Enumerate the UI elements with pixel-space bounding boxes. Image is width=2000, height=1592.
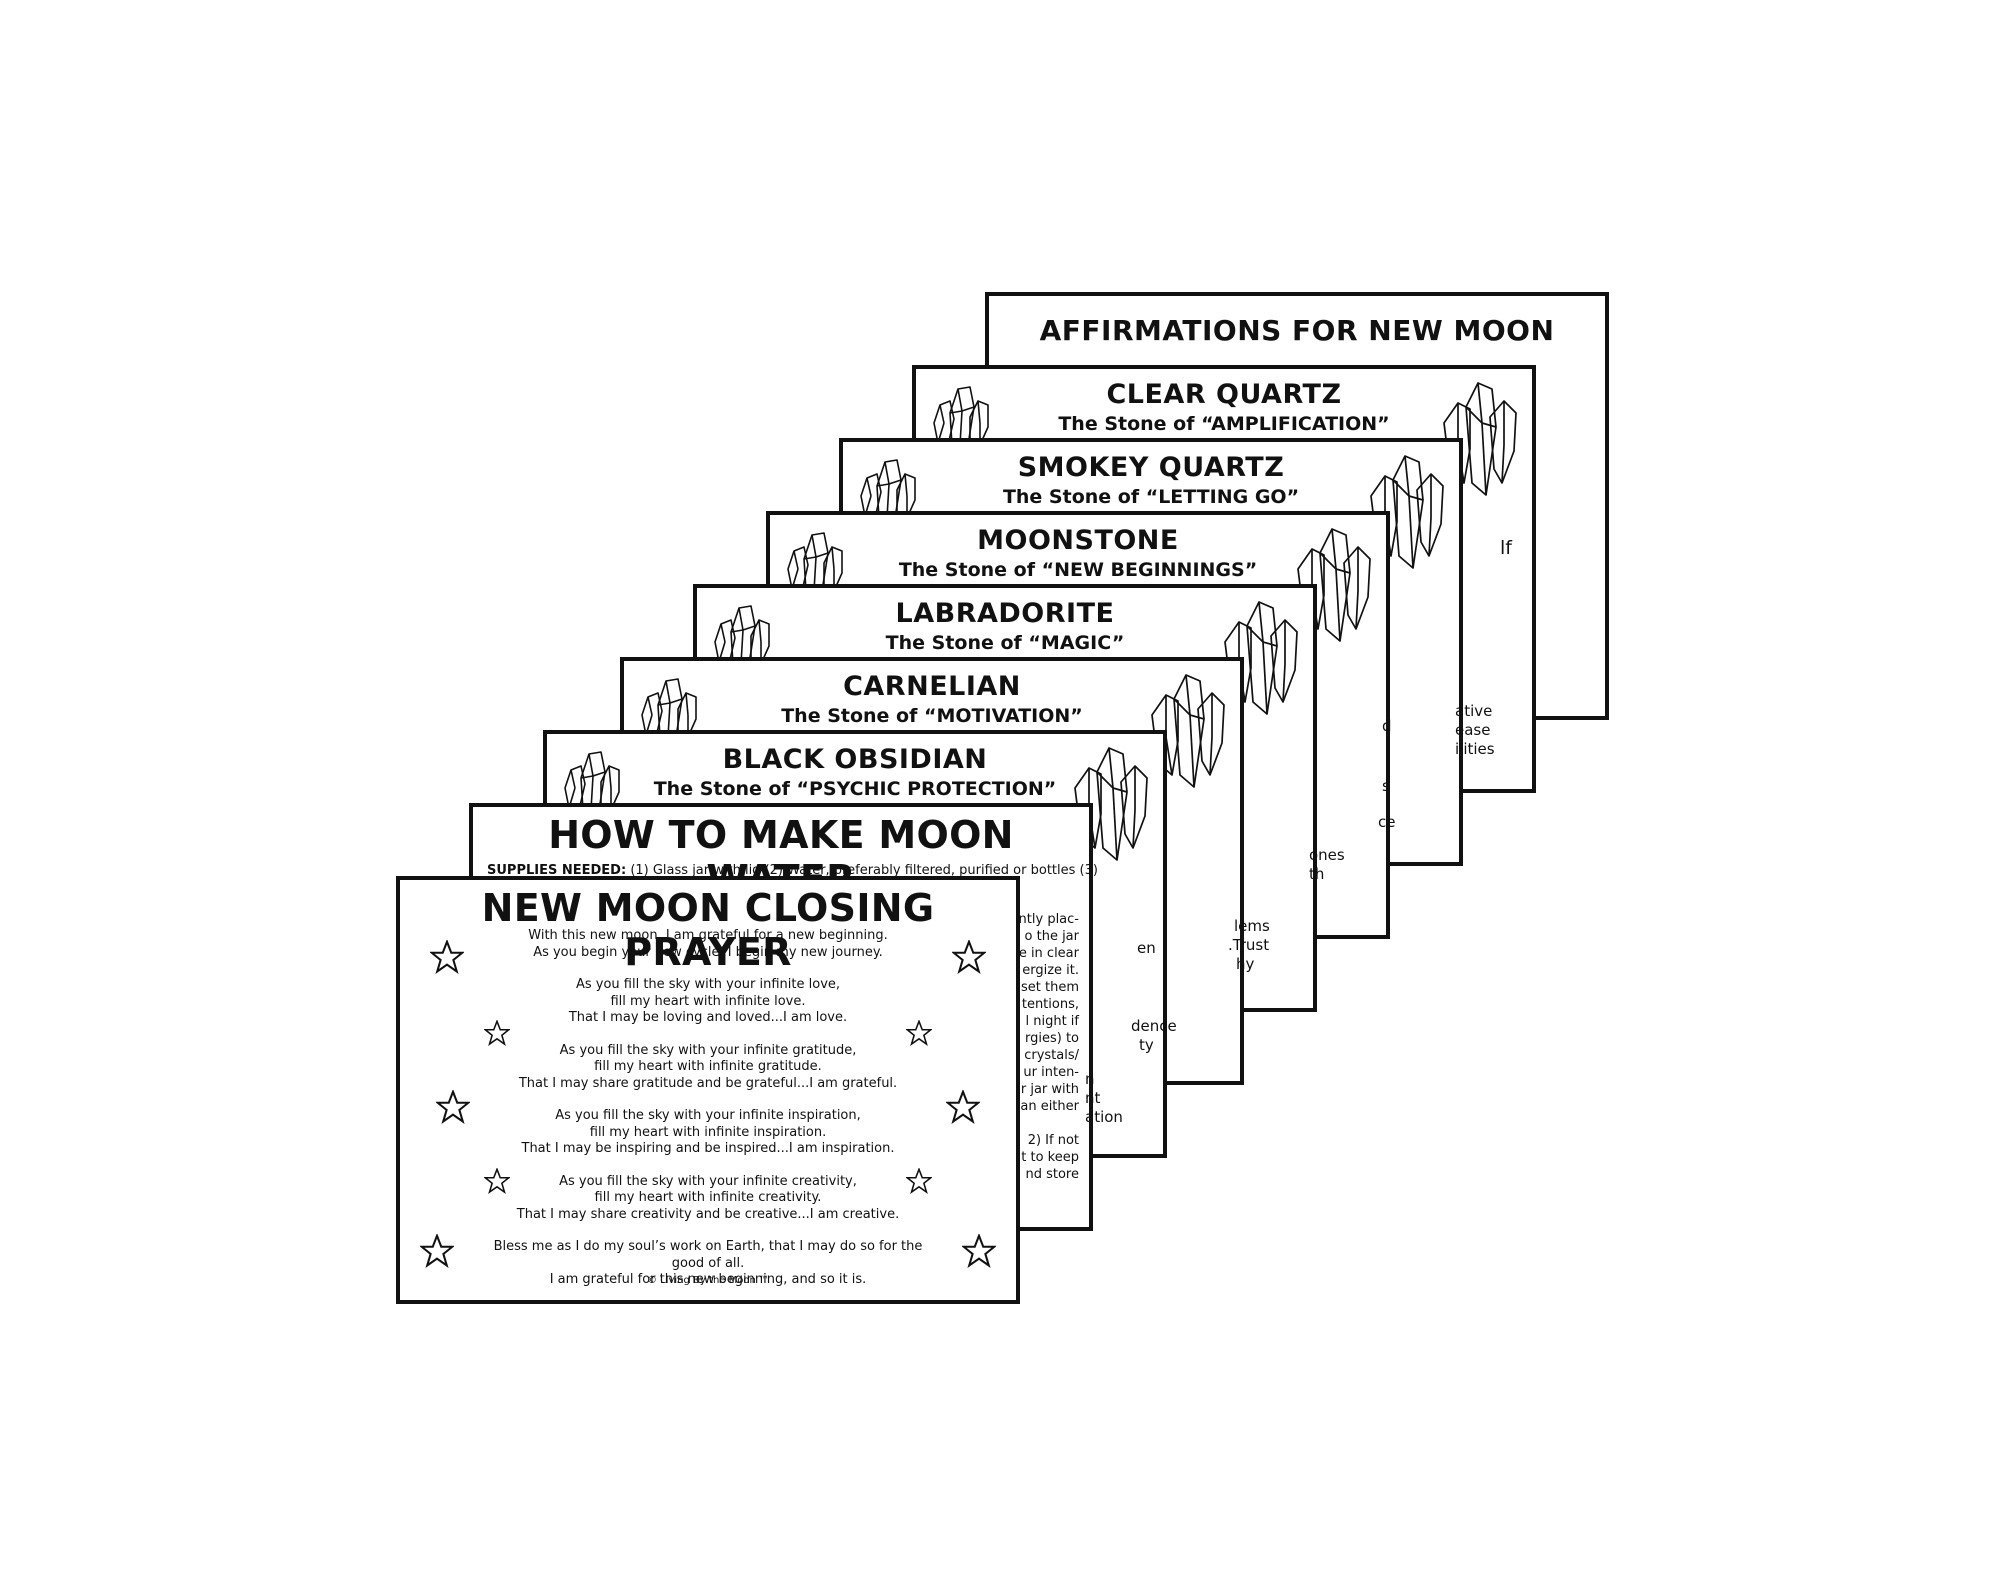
star-outline-icon [484,1020,510,1046]
prayer-line: As you fill the sky with your infinite i… [555,1108,861,1123]
card-subtitle: The Stone of “PSYCHIC PROTECTION” [653,778,1057,800]
star-outline-icon [436,1090,470,1124]
text-fragments: ntly plac- o the jar e in clear ergize i… [999,911,1079,1183]
prayer-stanza: As you fill the sky with your infinite g… [490,1043,926,1093]
text-fragment: en [1137,939,1156,957]
star-outline-icon [952,940,986,974]
text-fragment: e in clear [1018,946,1079,961]
text-fragment: 2) If not [1027,1133,1079,1148]
text-fragment: th [1309,865,1325,883]
text-fragment: ergize it. [1022,963,1079,978]
prayer-stanza: As you fill the sky with your infinite l… [490,977,926,1027]
card-subtitle: The Stone of “LETTING GO” [1002,486,1300,508]
prayer-line: As you begin your new cycle, I begin my … [533,944,883,960]
text-fragment: rgies) to [1024,1031,1079,1046]
text-fragment: nd store [1025,1167,1079,1182]
text-fragment: r jar with [1020,1082,1079,1097]
card-title: CLEAR QUARTZ [1106,379,1342,410]
text-fragment: crystals/ [1024,1048,1079,1063]
prayer-stanza: Bless me as I do my soul’s work on Earth… [490,1239,926,1289]
card-subtitle: The Stone of “MOTIVATION” [781,705,1083,727]
text-fragment: an either [1020,1099,1079,1114]
supplies-label: SUPPLIES NEEDED: [487,863,627,878]
text-fragment: l night if [1025,1014,1079,1029]
prayer-line: Bless me as I do my soul’s work on Earth… [493,1239,923,1271]
prayer-line: That I may share gratitude and be gratef… [518,1075,898,1091]
text-fragment: ease [1455,721,1491,739]
prayer-stanza: As you fill the sky with your infinite i… [490,1108,926,1158]
text-fragment: s [1382,777,1390,795]
prayer-line: I am grateful for this new beginning, an… [549,1272,867,1287]
text-fragment: t to keep [1021,1150,1079,1165]
star-outline-icon [946,1090,980,1124]
text-fragment: ntly plac- [1018,912,1079,927]
text-fragment: ur inten- [1023,1065,1079,1080]
prayer-text: With this new moon, I am grateful for a … [490,928,926,1305]
prayer-stanza: With this new moon, I am grateful for a … [490,928,926,961]
card-closing-prayer: NEW MOON CLOSING PRAYER With this new mo… [396,876,1020,1304]
text-fragment: tentions, [1021,997,1079,1012]
card-title: CARNELIAN [843,671,1021,702]
card-title: BLACK OBSIDIAN [722,744,988,775]
text-fragment: .Trust [1228,936,1270,954]
copyright: © Living By the Moon ™ [646,1275,770,1286]
text-fragment: dence [1131,1017,1177,1035]
prayer-line: That I may share creativity and be creat… [516,1206,900,1222]
text-fragment: ty [1139,1036,1154,1054]
prayer-line: fill my heart with infinite love. [610,993,806,1009]
text-fragment: n [1085,1070,1095,1088]
star-outline-icon [906,1168,932,1194]
supplies-line: SUPPLIES NEEDED: (1) Glass jar with lid … [487,863,1098,878]
text-fragment: hy [1236,955,1255,973]
text-fragment: nt [1085,1089,1101,1107]
prayer-line: That I may be inspiring and be inspired.… [521,1141,895,1156]
prayer-stanza: As you fill the sky with your infinite c… [490,1174,926,1224]
card-subtitle: The Stone of “NEW BEGINNINGS” [898,559,1258,581]
prayer-line: As you fill the sky with your infinite c… [559,1173,857,1189]
text-fragment: ative [1455,702,1493,720]
star-outline-icon [430,940,464,974]
text-fragment: d [1382,717,1392,735]
prayer-line: That I may be loving and loved...I am lo… [568,1010,848,1025]
star-outline-icon [962,1234,996,1268]
prayer-line: fill my heart with infinite creativity. [594,1190,822,1205]
text-fragment: set them [1021,980,1079,995]
text-fragment: ilities [1455,740,1495,758]
text-fragment: ation [1085,1108,1123,1126]
prayer-line: As you fill the sky with your infinite g… [559,1042,857,1058]
card-title: SMOKEY QUARTZ [1017,452,1285,483]
supplies-text: (1) Glass jar with lid (2) Water, prefer… [630,863,1098,878]
card-title: AFFIRMATIONS FOR NEW MOON [1039,314,1555,347]
star-outline-icon [906,1020,932,1046]
text-fragment: ce [1378,813,1396,831]
prayer-line: As you fill the sky with your infinite l… [575,977,841,992]
prayer-line: With this new moon, I am grateful for a … [528,928,888,943]
prayer-line: fill my heart with infinite inspiration. [589,1124,827,1140]
prayer-line: fill my heart with infinite gratitude. [594,1059,822,1074]
card-title: NEW MOON CLOSING PRAYER [481,886,935,974]
card-title: LABRADORITE [895,598,1115,629]
card-title: MOONSTONE [977,525,1179,556]
card-subtitle: The Stone of “MAGIC” [885,632,1125,654]
star-outline-icon [420,1234,454,1268]
star-outline-icon [484,1168,510,1194]
card-subtitle: The Stone of “AMPLIFICATION” [1058,413,1390,435]
text-fragment: lems [1234,917,1270,935]
text-fragment: ones [1309,846,1345,864]
text-fragment: lf [1500,537,1512,559]
text-fragment: o the jar [1024,929,1079,944]
